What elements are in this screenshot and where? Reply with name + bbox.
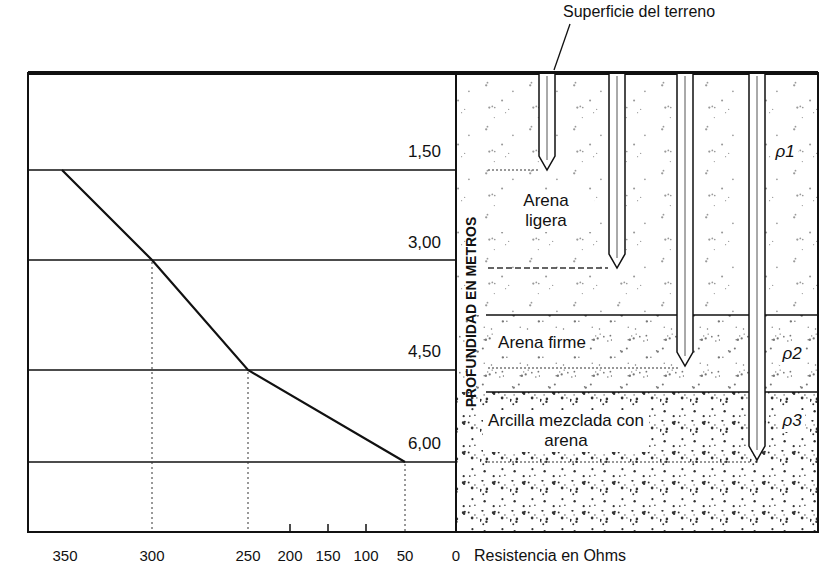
axis-number: 150 [315,547,340,564]
ground-rods [539,74,765,460]
ground-rod [677,74,693,366]
ground-rod [539,74,555,170]
soil-layer-band: Arena firme ρ2 [487,316,817,391]
resistivity-symbol: ρ3 [779,410,804,432]
ground-rod [749,74,765,460]
depth-value: 6,00 [408,434,441,454]
axis-number: 0 [452,547,460,564]
axis-number: 50 [397,547,414,564]
rod-core [547,76,548,160]
frame [28,73,818,532]
resistivity-symbol: ρ1 [772,141,797,163]
soil-name: Arcilla mezclada con arena [483,410,649,453]
soil-layer-band: Arena ligera ρ1 [487,76,817,314]
soil-layer-band: Arcilla mezclada con arenaρ3 [487,393,817,531]
axis-number: 250 [235,547,260,564]
axis-number: 100 [353,547,378,564]
soil-name: Arena ligera [498,190,594,233]
resistance-curve [62,170,405,462]
depth-value: 1,50 [408,142,441,162]
depth-value: 4,50 [408,342,441,362]
rod-core [757,76,758,450]
depth-value: 3,00 [408,233,441,253]
layer-boundary [486,314,818,316]
resistivity-symbol: ρ2 [779,343,804,365]
ground-rod [609,74,625,268]
ground-surface [28,71,818,75]
soil-name: Arena firme [495,332,589,354]
axis-number: 200 [277,547,302,564]
axis-ticks [290,524,366,532]
axis-number: 300 [139,547,164,564]
axis-title: PROFUNDIDAD EN METROS [463,217,479,408]
rod-core [617,76,618,258]
panel-divider [455,73,457,532]
depth-lines [28,170,456,462]
axis-title: Resistencia en Ohms [474,547,626,565]
heading-label: Superficie del terreno [563,3,715,21]
axis-number: 350 [52,547,77,564]
rod-core [685,76,686,356]
layer-boundary [486,391,818,393]
leader-line [554,24,570,70]
